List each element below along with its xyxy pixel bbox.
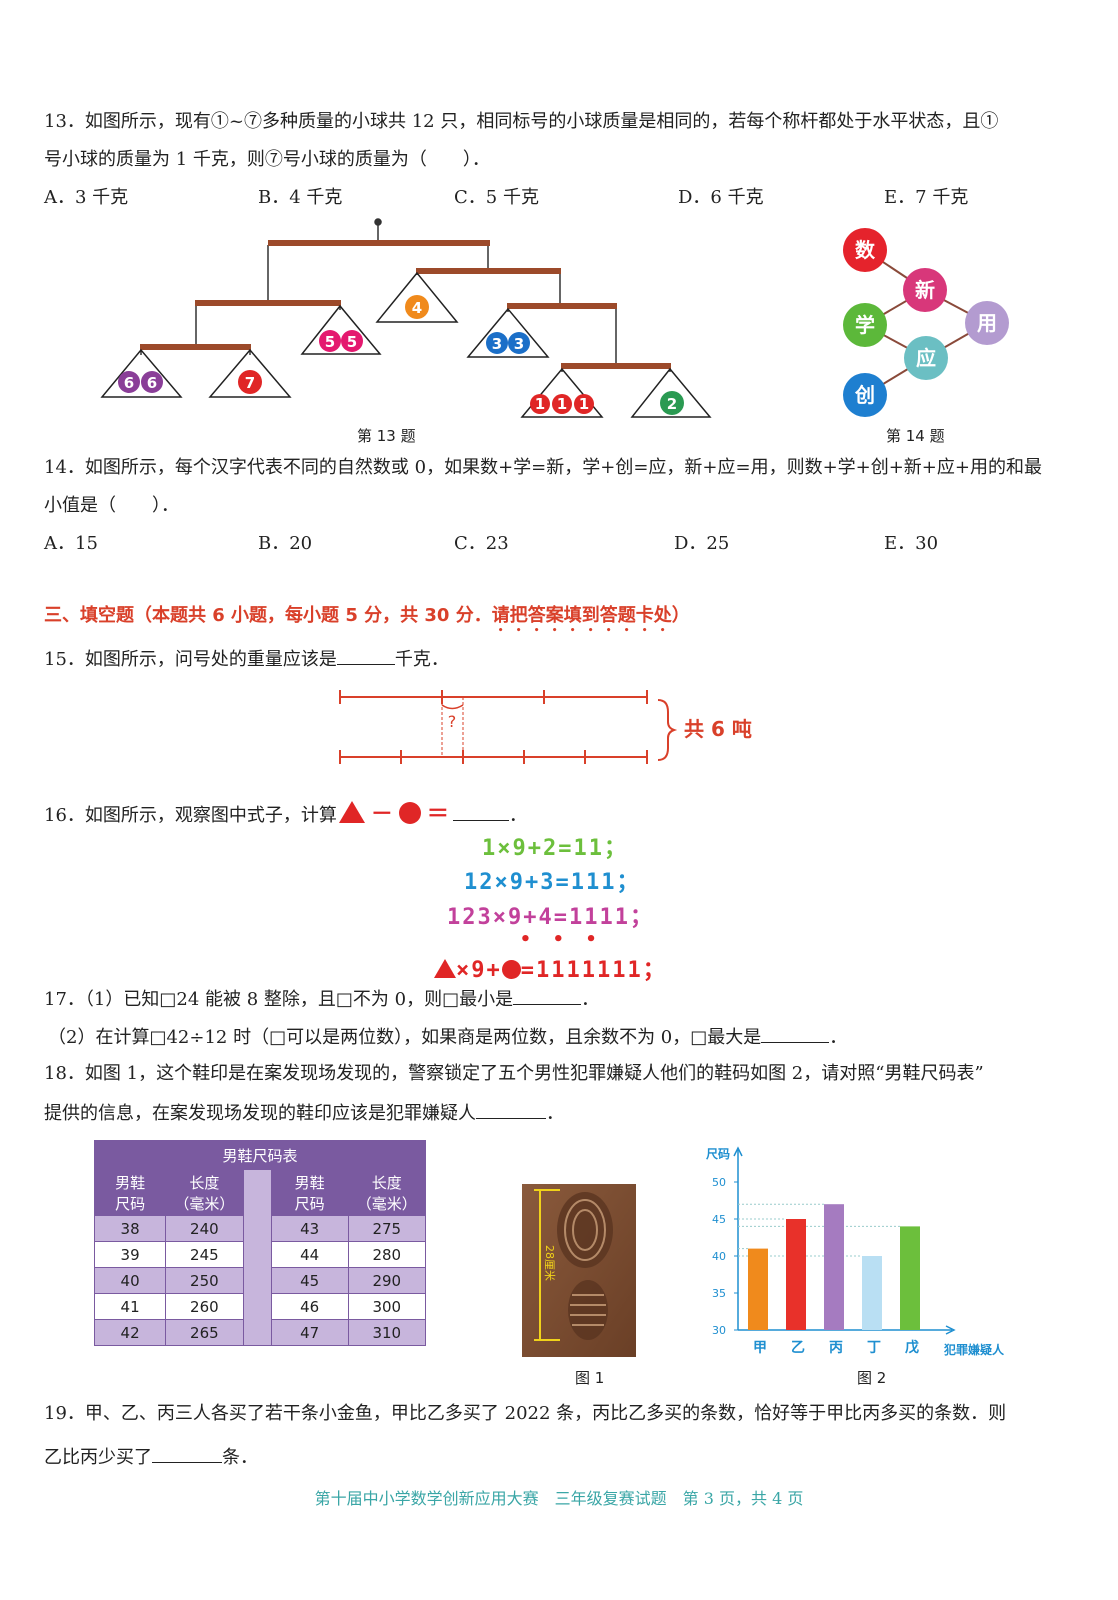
page-footer: 第十届中小学数学创新应用大赛 三年级复赛试题 第 3 页，共 4 页 — [314, 1489, 804, 1508]
q17-answer-blank-2 — [761, 1024, 830, 1043]
table-title: 男鞋尺码表 — [94, 1140, 426, 1170]
q14-option-c: C．23 — [454, 533, 509, 554]
ball-2: 2 — [667, 395, 677, 413]
ball-6b: 6 — [147, 374, 157, 392]
q13-option-b: B．4 千克 — [258, 187, 343, 208]
ball-4: 4 — [412, 299, 422, 317]
q16-eq4: ×9+=1111111； — [434, 952, 667, 984]
chart-xlabel: 犯罪嫌疑人 — [943, 1342, 1005, 1357]
ball-3a: 3 — [492, 335, 502, 353]
header-size-2: 男鞋 尺码 — [270, 1169, 349, 1216]
char-yong: 用 — [977, 311, 997, 335]
q19-line1: 19．甲、乙、丙三人各买了若干条小金鱼，甲比乙多买了 2022 条，丙比乙多买的… — [44, 1403, 1007, 1424]
chart-ytick-label: 40 — [712, 1250, 726, 1263]
q15-question-mark: ? — [448, 712, 457, 731]
q19-line2: 乙比丙少买了条． — [44, 1444, 258, 1470]
chart-bar-1 — [786, 1219, 806, 1330]
chart-ytick-label: 35 — [712, 1287, 726, 1300]
q17-answer-blank-1 — [513, 986, 582, 1005]
ball-3b: 3 — [514, 335, 524, 353]
q14-option-b: B．20 — [258, 533, 313, 554]
char-shu: 数 — [855, 238, 876, 262]
char-ying: 应 — [916, 346, 936, 370]
triangle-icon — [338, 801, 365, 823]
fig1-caption: 图 1 — [575, 1369, 605, 1387]
chart-category-label: 乙 — [791, 1340, 805, 1356]
q13-option-a: A．3 千克 — [44, 187, 129, 208]
triangle-icon — [434, 959, 456, 978]
chart-category-label: 丙 — [829, 1340, 843, 1356]
chart-bar-0 — [748, 1248, 768, 1330]
chart-bar-2 — [824, 1204, 844, 1330]
q15-answer-blank — [336, 646, 395, 665]
q14-option-a: A．15 — [44, 533, 98, 554]
ball-6a: 6 — [124, 374, 134, 392]
chart-category-label: 甲 — [753, 1340, 767, 1356]
q13-option-e: E．7 千克 — [884, 187, 969, 208]
q16-text: 16．如图所示，观察图中式子，计算－＝． — [44, 801, 527, 827]
q13-option-d: D．6 千克 — [678, 187, 764, 208]
chart-ytick-label: 45 — [712, 1213, 726, 1226]
q13-line2: 号小球的质量为 1 千克，则⑦号小球的质量为（ ）． — [44, 149, 490, 170]
q14-line2: 小值是（ ）． — [44, 495, 179, 516]
circle-icon — [501, 960, 521, 979]
chart-ytick-label: 50 — [712, 1176, 726, 1189]
chart-category-label: 戊 — [905, 1339, 919, 1356]
ball-1c: 1 — [579, 395, 589, 413]
q17-line2: （2）在计算□42÷12 时（□可以是两位数），如果商是两位数，且余数不为 0，… — [48, 1024, 847, 1050]
footprint-length-label: 28厘米 — [543, 1245, 556, 1281]
header-length-1: 长度 （毫米） — [165, 1169, 244, 1216]
q16-eq3: 123×9+4=1111； — [447, 905, 654, 930]
q18-line1: 18．如图 1，这个鞋印是在案发现场发现的，警察锁定了五个男性犯罪嫌疑人他们的鞋… — [44, 1063, 984, 1084]
chart-bar-4 — [900, 1226, 920, 1330]
q18-line2: 提供的信息，在案发现场发现的鞋印应该是犯罪嫌疑人． — [44, 1100, 564, 1126]
q19-answer-blank — [152, 1444, 222, 1463]
q13-option-c: C．5 千克 — [454, 187, 539, 208]
q16-eq1: 1×9+2=11； — [482, 836, 628, 861]
ball-5a: 5 — [325, 333, 335, 351]
q13-caption: 第 13 题 — [357, 427, 416, 445]
circle-icon — [398, 802, 421, 824]
q15-total-label: 共 6 吨 — [684, 717, 752, 741]
ball-1b: 1 — [557, 395, 567, 413]
fig2-caption: 图 2 — [857, 1369, 887, 1387]
chart-bar-3 — [862, 1256, 882, 1330]
q14-option-e: E．30 — [884, 533, 939, 554]
char-xin: 新 — [915, 278, 935, 302]
q16-dots: • • • — [520, 929, 599, 950]
chart-ytick-label: 30 — [712, 1324, 726, 1337]
q15-text: 15．如图所示，问号处的重量应该是千克． — [44, 646, 449, 672]
q14-line1: 14．如图所示，每个汉字代表不同的自然数或 0，如果数+学=新，学+创=应，新+… — [44, 457, 1042, 478]
q14-option-d: D．25 — [674, 533, 730, 554]
chart-ylabel: 尺码 — [706, 1147, 730, 1161]
ball-7: 7 — [245, 374, 255, 392]
q18-answer-blank — [476, 1100, 546, 1119]
q16-eq2: 12×9+3=111； — [464, 870, 641, 895]
section3-title: 三、填空题（本题共 6 小题，每小题 5 分，共 30 分．请把答案填到答题卡处… — [44, 605, 690, 626]
q14-caption: 第 14 题 — [886, 427, 945, 445]
ball-1a: 1 — [535, 395, 545, 413]
q13-line1: 13．如图所示，现有①~⑦多种质量的小球共 12 只，相同标号的小球质量是相同的… — [44, 111, 999, 132]
chart-category-label: 丁 — [867, 1340, 881, 1356]
header-length-2: 长度 （毫米） — [347, 1169, 427, 1216]
ball-5b: 5 — [347, 333, 357, 351]
q17-line1: 17．（1）已知□24 能被 8 整除，且□不为 0，则□最小是． — [44, 986, 599, 1012]
char-chuang: 创 — [854, 383, 875, 407]
q16-answer-blank — [452, 802, 509, 821]
char-xue: 学 — [855, 313, 875, 337]
